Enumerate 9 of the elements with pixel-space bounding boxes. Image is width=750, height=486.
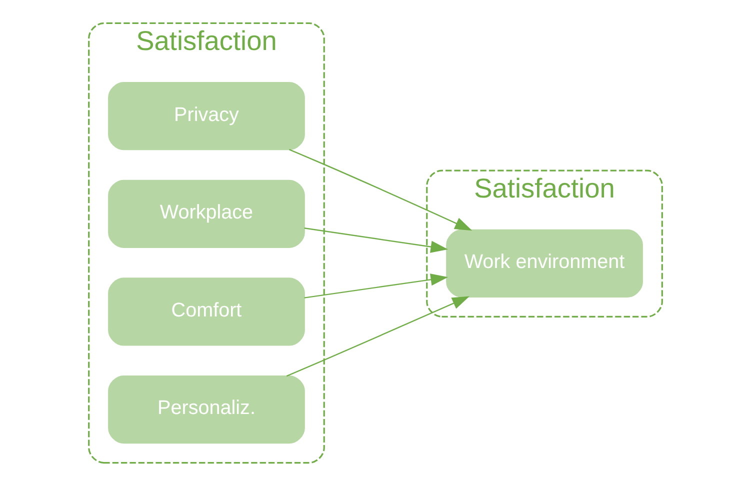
node-box: Comfort xyxy=(108,278,304,346)
node-box: Workplace xyxy=(108,180,304,248)
arrow xyxy=(304,228,448,253)
node-box: Privacy xyxy=(108,82,304,150)
node-box: Personaliz. xyxy=(108,375,304,444)
arrow xyxy=(288,148,472,231)
node-box: Work environment xyxy=(446,229,642,298)
arrow xyxy=(286,296,470,377)
arrow xyxy=(304,274,448,298)
